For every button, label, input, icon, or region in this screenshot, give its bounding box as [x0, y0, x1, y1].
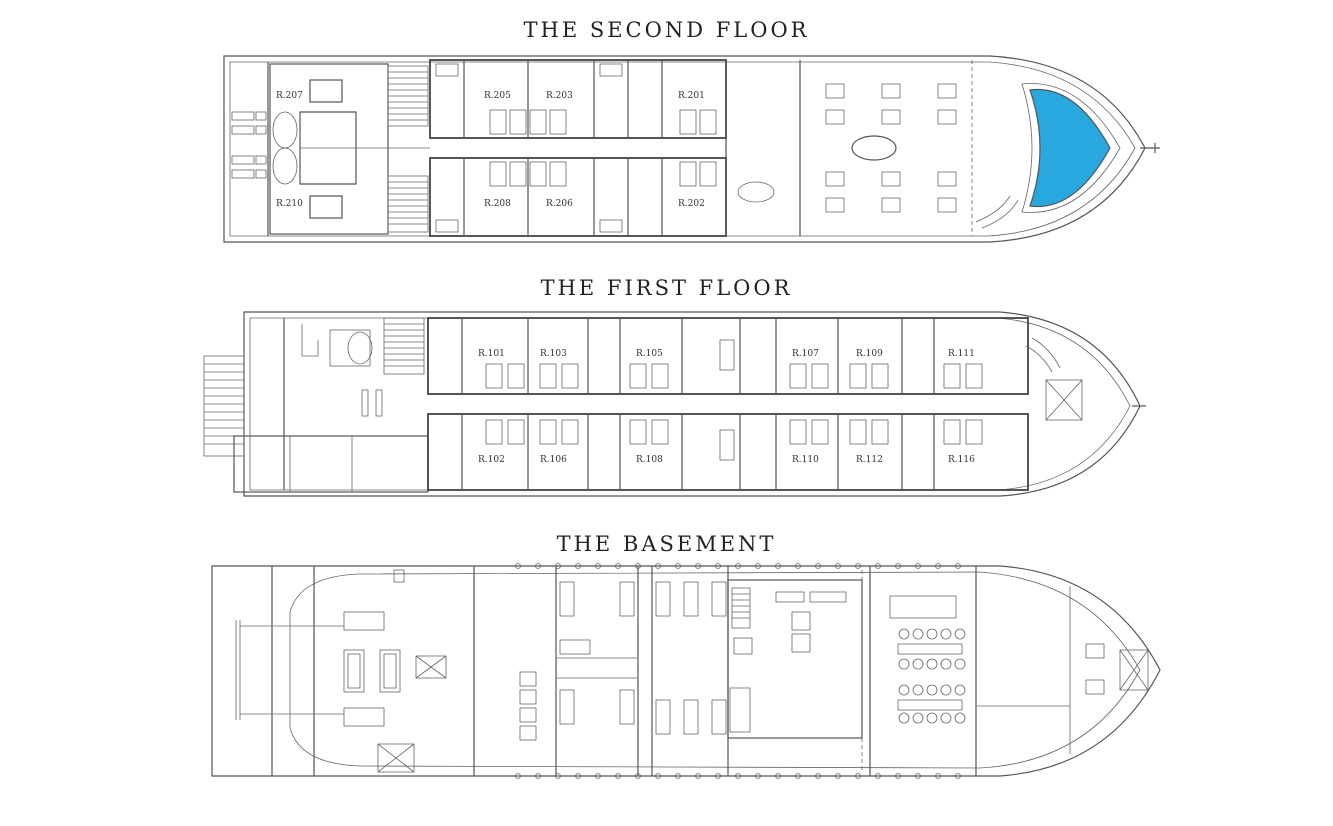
room-r108: R.108 — [636, 455, 663, 465]
room-r112: R.112 — [856, 455, 883, 465]
second-floor-title: THE SECOND FLOOR — [523, 18, 810, 42]
room-r106: R.106 — [540, 455, 567, 465]
room-r111: R.111 — [948, 349, 975, 359]
room-r116: R.116 — [948, 455, 975, 465]
room-r207: R.207 — [276, 91, 303, 101]
pool — [1029, 88, 1111, 208]
room-r201: R.201 — [678, 91, 705, 101]
room-r102: R.102 — [478, 455, 505, 465]
first-floor-plan: R.101 R.103 R.105 R.107 R.109 R.111 R.10… — [203, 311, 1146, 497]
room-r105: R.105 — [636, 349, 663, 359]
room-r203: R.203 — [546, 91, 573, 101]
room-r110: R.110 — [792, 455, 819, 465]
room-r103: R.103 — [540, 349, 567, 359]
room-r107: R.107 — [792, 349, 819, 359]
room-r202: R.202 — [678, 199, 705, 209]
room-r205: R.205 — [484, 91, 511, 101]
room-r101: R.101 — [478, 349, 505, 359]
room-r109: R.109 — [856, 349, 883, 359]
second-floor-plan: R.207 R.210 R.205 R.203 R.201 R.208 R.20… — [223, 55, 1160, 243]
room-r208: R.208 — [484, 199, 511, 209]
basement-plan — [211, 563, 1161, 779]
first-floor-title: THE FIRST FLOOR — [540, 276, 793, 300]
room-r210: R.210 — [276, 199, 303, 209]
room-r206: R.206 — [546, 199, 573, 209]
basement-title: THE BASEMENT — [556, 532, 777, 556]
